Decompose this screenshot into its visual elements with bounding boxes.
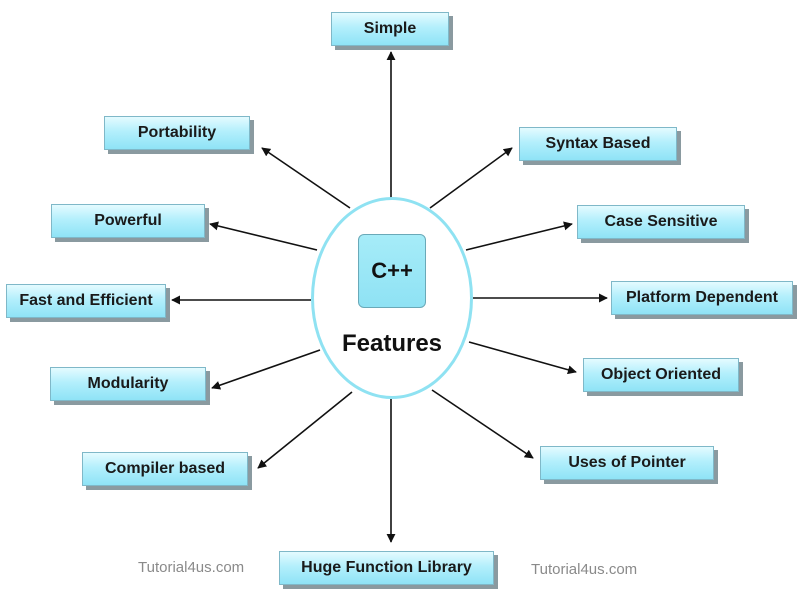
feature-platform-dependent: Platform Dependent [611,281,793,315]
arrow-object-oriented [468,341,577,375]
feature-uses-of-pointer: Uses of Pointer [540,446,714,480]
feature-portability: Portability [104,116,250,150]
feature-case-sensitive: Case Sensitive [577,205,745,239]
arrow-case-sensitive [465,221,573,251]
arrow-compiler-based [257,391,353,469]
feature-compiler-based: Compiler based [82,452,248,486]
feature-syntax-based: Syntax Based [519,127,677,161]
watermark-right: Tutorial4us.com [531,561,638,578]
features-title: Features [341,330,443,357]
watermark-left: Tutorial4us.com [138,559,245,576]
arrow-syntax-based [429,147,513,209]
arrow-portability [261,147,351,209]
feature-fast-and-efficient: Fast and Efficient [6,284,166,318]
feature-huge-function-library: Huge Function Library [279,551,494,585]
arrow-modularity [211,349,321,390]
arrow-uses-of-pointer [431,389,534,459]
arrow-powerful [209,221,318,251]
feature-object-oriented: Object Oriented [583,358,739,392]
feature-modularity: Modularity [50,367,206,401]
feature-simple: Simple [331,12,449,46]
feature-powerful: Powerful [51,204,205,238]
cpp-box: C++ [358,234,426,308]
